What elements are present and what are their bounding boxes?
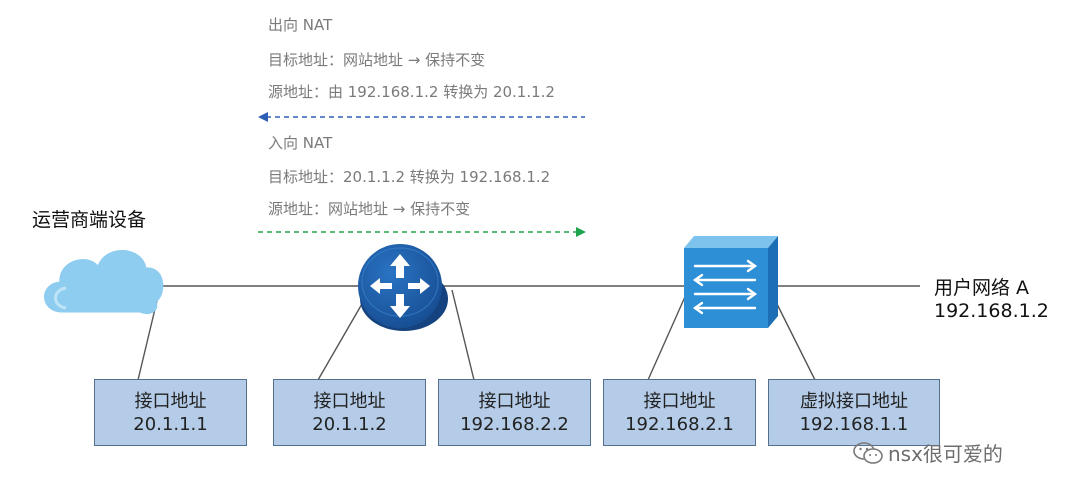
user-network-name: 用户网络 A — [934, 277, 1030, 299]
connector-line — [647, 289, 689, 381]
interface-box-switch-virtual: 虚拟接口地址 192.168.1.1 — [768, 379, 940, 446]
interface-box-router-lan: 接口地址 192.168.2.2 — [438, 379, 591, 446]
interface-ip: 192.168.2.1 — [625, 413, 734, 435]
watermark-text: nsx很可爱的 — [888, 442, 1003, 466]
outbound-arrow — [258, 112, 585, 122]
outbound-dest-rule: 目标地址：网站地址 → 保持不变 — [268, 51, 486, 69]
inbound-arrow — [258, 227, 586, 237]
interface-ip: 192.168.1.1 — [799, 413, 909, 435]
cloud-icon — [44, 250, 164, 315]
inbound-src-rule: 源地址：网站地址 → 保持不变 — [268, 200, 471, 218]
inbound-dest-rule: 目标地址：20.1.1.2 转换为 192.168.1.2 — [268, 168, 551, 186]
wechat-icon — [853, 441, 883, 464]
interface-title: 接口地址 — [134, 390, 207, 412]
isp-device-label: 运营商端设备 — [32, 209, 147, 231]
interface-title: 接口地址 — [313, 390, 386, 412]
interface-box-switch-uplink: 接口地址 192.168.2.1 — [603, 379, 756, 446]
interface-ip: 20.1.1.1 — [133, 413, 208, 435]
outbound-src-rule: 源地址：由 192.168.1.2 转换为 20.1.1.2 — [268, 83, 555, 101]
interface-ip: 192.168.2.2 — [460, 413, 569, 435]
connector-line — [451, 289, 475, 381]
interface-box-router-wan: 接口地址 20.1.1.2 — [273, 379, 426, 446]
router-icon — [358, 244, 448, 331]
interface-title: 虚拟接口地址 — [800, 390, 908, 412]
outbound-title: 出向 NAT — [268, 16, 333, 34]
interface-ip: 20.1.1.2 — [312, 413, 387, 435]
user-network-ip: 192.168.1.2 — [934, 300, 1049, 322]
interface-title: 接口地址 — [478, 390, 551, 412]
interface-box-isp: 接口地址 20.1.1.1 — [94, 379, 247, 446]
watermark: nsx很可爱的 — [852, 438, 1003, 467]
switch-icon — [684, 236, 778, 328]
interface-title: 接口地址 — [643, 390, 716, 412]
inbound-title: 入向 NAT — [268, 134, 333, 152]
